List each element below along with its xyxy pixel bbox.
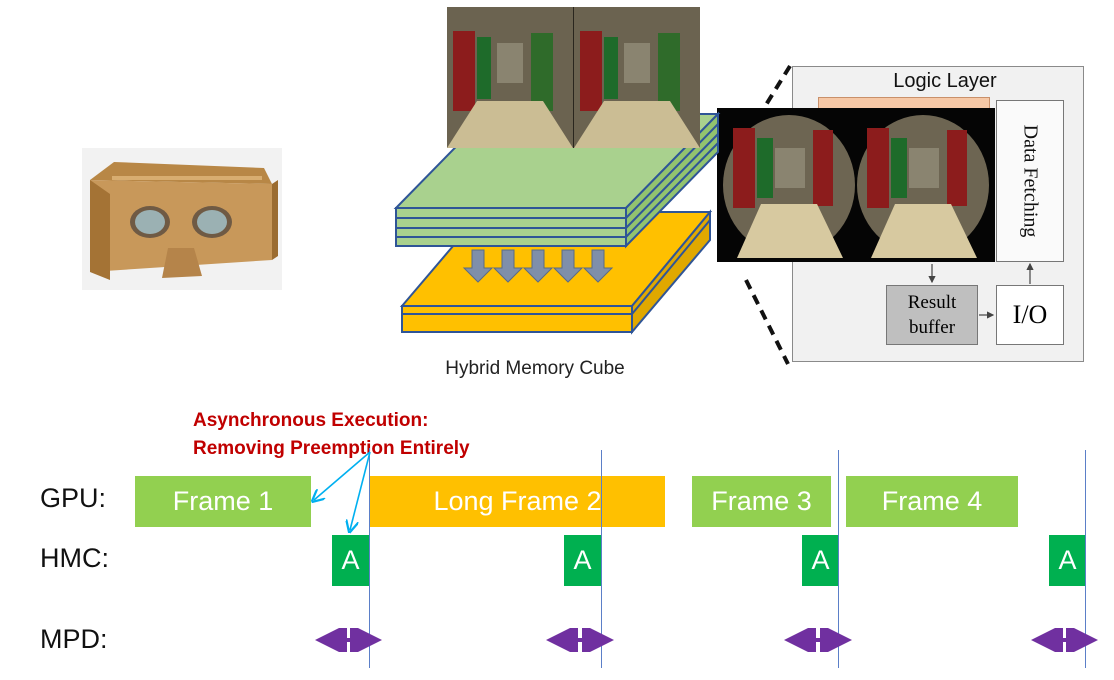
logic-layer-title: Logic Layer	[893, 70, 997, 92]
vsync-line-3	[838, 450, 839, 668]
annotation-line2: Removing Preemption Entirely	[193, 438, 470, 459]
frame-1: Frame 1	[135, 476, 311, 527]
annotation-arrows	[300, 451, 371, 540]
vsync-line-1	[369, 448, 370, 668]
async-task-1: A	[332, 535, 369, 586]
logic-arrows	[928, 262, 1034, 319]
gpu-row-label: GPU:	[40, 483, 107, 513]
result-buffer-line1: Result	[907, 292, 957, 313]
hmc-label: Hybrid Memory Cube	[445, 358, 625, 379]
hmc-row-label: HMC:	[40, 543, 109, 573]
async-task-3: A	[802, 535, 839, 586]
zoom-lines	[744, 64, 792, 365]
io-box: I/O	[996, 285, 1064, 345]
stereo-render-image-small	[447, 7, 700, 148]
async-task-4: A	[1049, 535, 1086, 586]
result-buffer-box: Result buffer	[886, 285, 978, 345]
frame-2: Long Frame 2	[370, 476, 665, 527]
frame-4: Frame 4	[846, 476, 1018, 527]
mpd-arrows	[315, 628, 1098, 652]
stereo-render-image-large	[717, 108, 995, 262]
data-fetching-box: Data Fetching	[996, 100, 1064, 262]
data-fetching-label: Data Fetching	[1019, 124, 1042, 238]
vsync-line-2	[601, 450, 602, 668]
frame-3: Frame 3	[692, 476, 831, 527]
mpd-row-label: MPD:	[40, 624, 108, 654]
vsync-line-4	[1085, 450, 1086, 668]
annotation-line1: Asynchronous Execution:	[193, 410, 429, 431]
async-task-2: A	[564, 535, 601, 586]
result-buffer-line2: buffer	[908, 317, 956, 338]
vr-headset-image	[82, 148, 282, 290]
